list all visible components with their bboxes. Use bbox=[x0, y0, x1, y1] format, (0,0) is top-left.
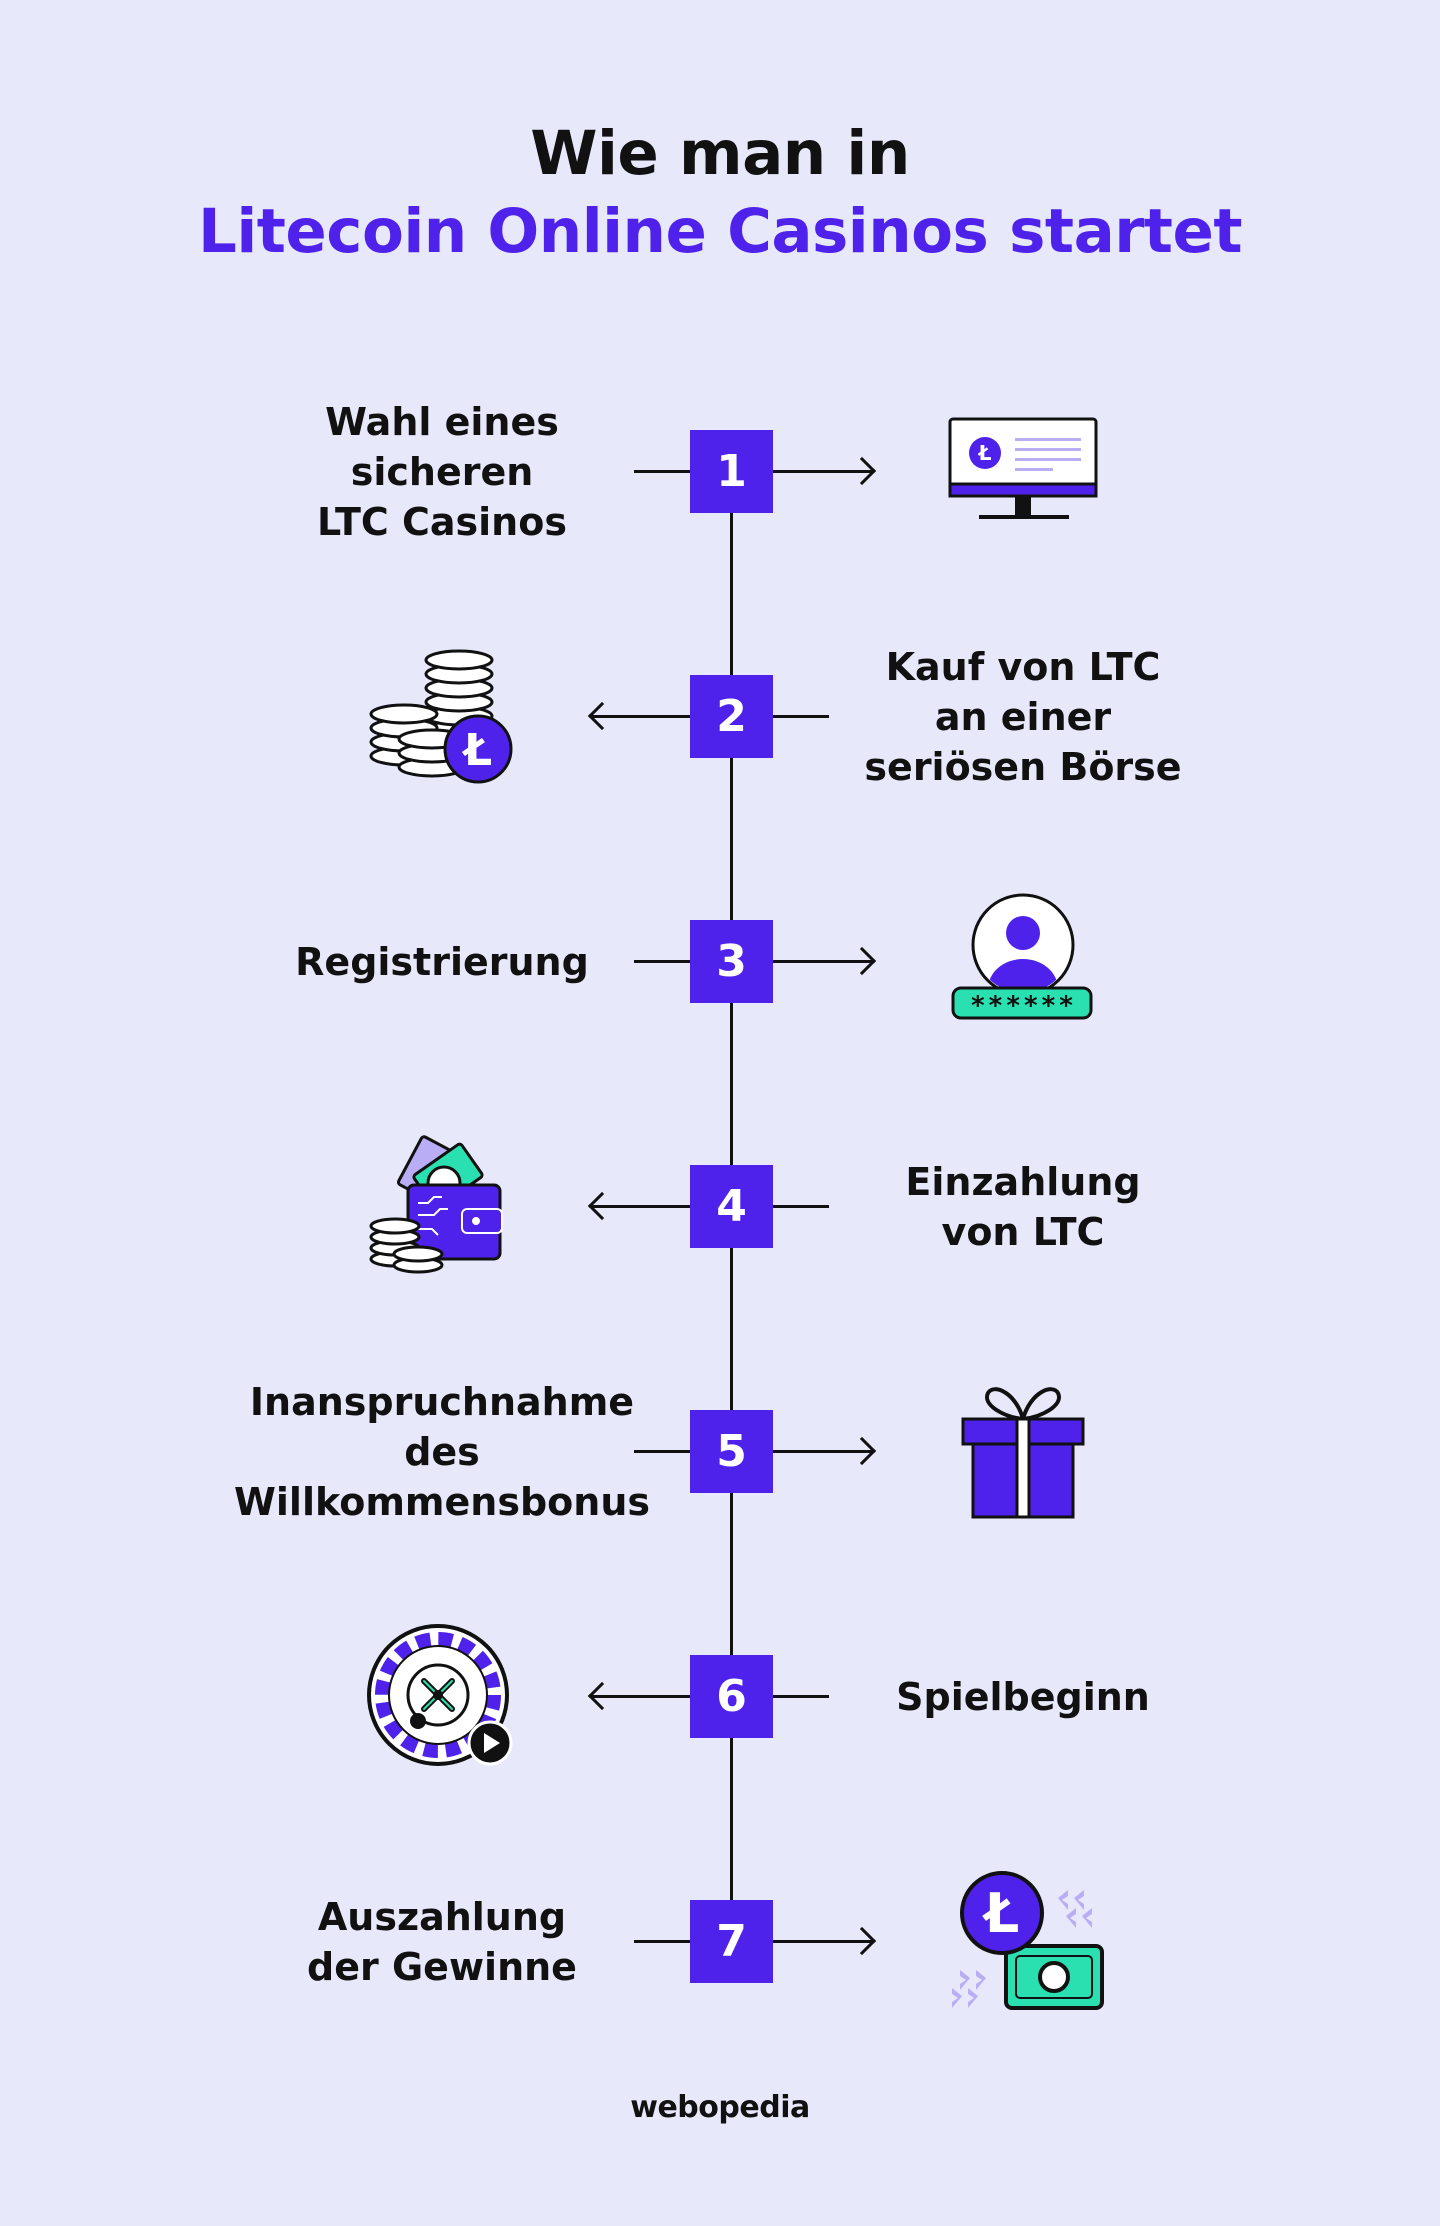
connector-left-5 bbox=[634, 1450, 690, 1453]
connector-left-1 bbox=[634, 470, 690, 473]
connector-left-4 bbox=[592, 1205, 690, 1208]
step-number-3: 3 bbox=[690, 920, 773, 1003]
connector-right-4 bbox=[773, 1205, 829, 1208]
step-label-5: Inanspruchnahme des Willkommensbonus bbox=[233, 1380, 650, 1524]
ltc-symbol: Ł bbox=[982, 1882, 1020, 1945]
ltc-symbol: Ł bbox=[978, 441, 992, 465]
password-mask: ****** bbox=[970, 991, 1076, 1021]
step-label-6: Spielbeginn bbox=[896, 1675, 1150, 1719]
ltc-symbol: Ł bbox=[462, 725, 492, 776]
step-number-4: 4 bbox=[690, 1165, 773, 1248]
connector-left-2 bbox=[592, 715, 690, 718]
brand-logo: webopedia bbox=[630, 2090, 810, 2125]
coin-stacks-icon: Ł bbox=[366, 645, 516, 790]
connector-right-3 bbox=[773, 960, 873, 963]
arrow-right-7 bbox=[847, 1926, 877, 1956]
page-title-line-1: Wie man in bbox=[530, 118, 910, 189]
connector-right-7 bbox=[773, 1940, 873, 1943]
step-label-2: Kauf von LTC an einer seriösen Börse bbox=[864, 645, 1182, 789]
arrow-left-6 bbox=[587, 1681, 617, 1711]
user-password-icon: ****** bbox=[950, 893, 1095, 1028]
computer-monitor-icon: Ł bbox=[945, 414, 1105, 529]
step-number-1: 1 bbox=[690, 430, 773, 513]
connector-left-3 bbox=[634, 960, 690, 963]
step-label-7: Auszahlung der Gewinne bbox=[307, 1895, 577, 1989]
page-title-line-2: Litecoin Online Casinos startet bbox=[197, 196, 1243, 267]
step-number-6: 6 bbox=[690, 1655, 773, 1738]
step-number-7: 7 bbox=[690, 1900, 773, 1983]
connector-right-5 bbox=[773, 1450, 873, 1453]
connector-left-6 bbox=[592, 1695, 690, 1698]
connector-left-7 bbox=[634, 1940, 690, 1943]
arrow-left-4 bbox=[587, 1191, 617, 1221]
step-label-4: Einzahlung von LTC bbox=[905, 1160, 1141, 1254]
arrow-right-3 bbox=[847, 946, 877, 976]
gift-icon bbox=[958, 1375, 1088, 1525]
wallet-icon bbox=[366, 1133, 521, 1278]
connector-right-6 bbox=[773, 1695, 829, 1698]
arrow-left-2 bbox=[587, 701, 617, 731]
roulette-icon bbox=[364, 1621, 519, 1771]
step-label-3: Registrierung bbox=[295, 940, 589, 984]
step-number-5: 5 bbox=[690, 1410, 773, 1493]
cash-payout-icon: Ł bbox=[940, 1870, 1110, 2015]
step-number-2: 2 bbox=[690, 675, 773, 758]
connector-right-1 bbox=[773, 470, 873, 473]
connector-right-2 bbox=[773, 715, 829, 718]
arrow-right-1 bbox=[847, 456, 877, 486]
step-label-1: Wahl eines sicheren LTC Casinos bbox=[317, 400, 567, 544]
arrow-right-5 bbox=[847, 1436, 877, 1466]
